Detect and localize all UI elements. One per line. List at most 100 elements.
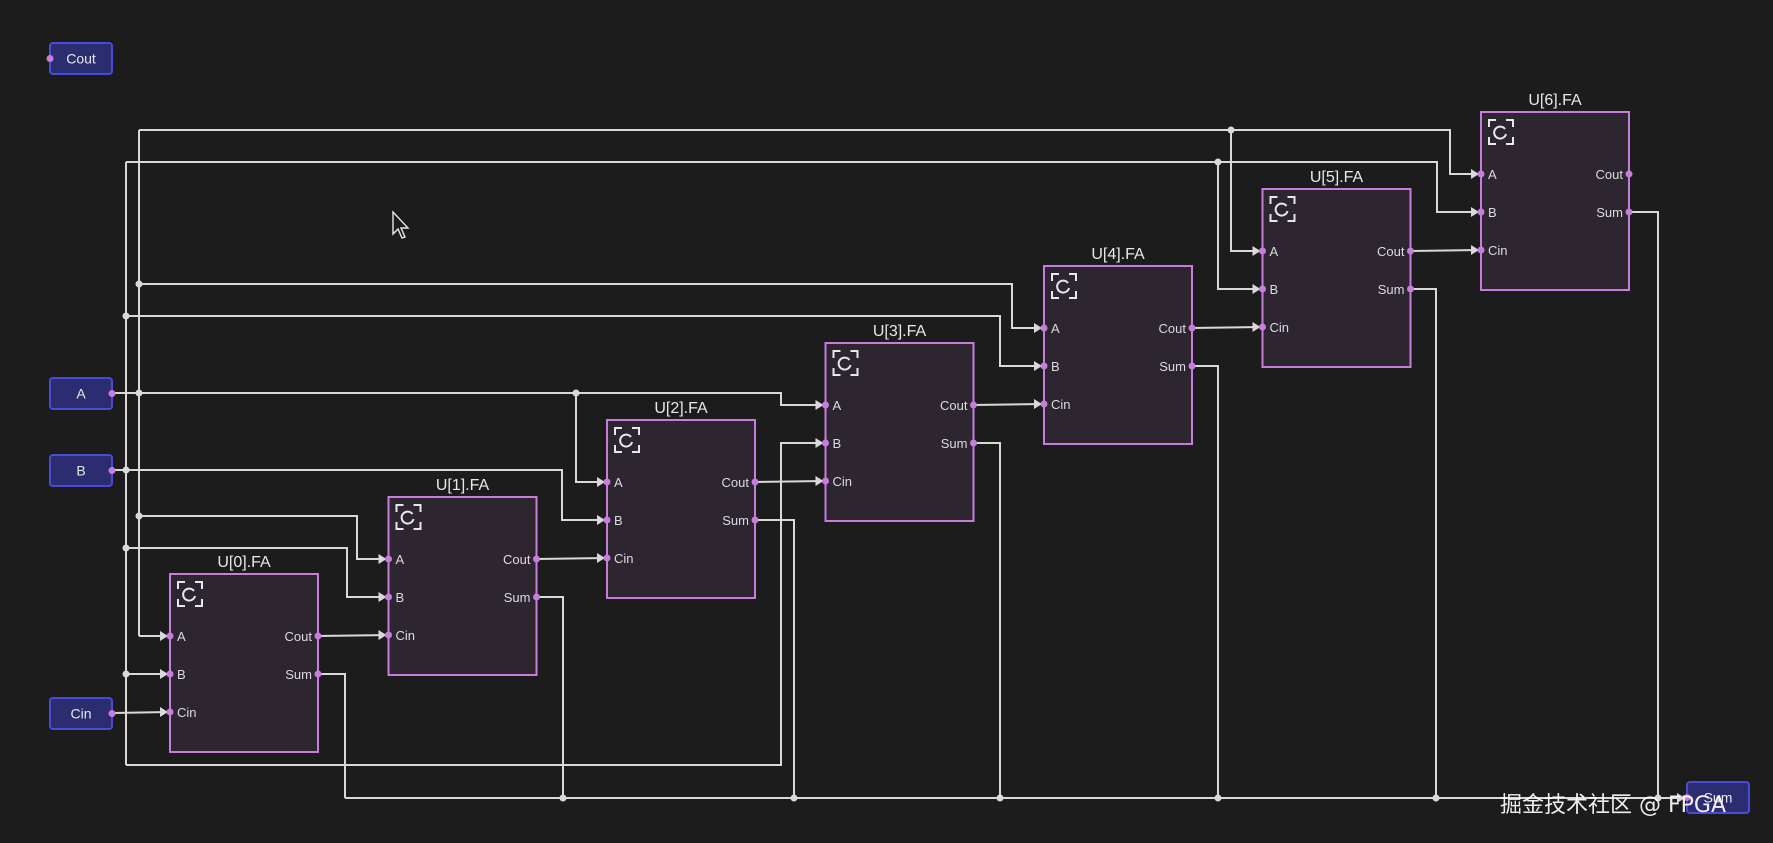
block-body[interactable]	[387, 496, 538, 676]
subsystem-icon	[1269, 196, 1296, 222]
block-body[interactable]	[606, 419, 756, 599]
wire-cin0[interactable]	[111, 711, 170, 714]
block-body[interactable]	[1043, 265, 1193, 445]
output-port-dot[interactable]	[970, 401, 977, 409]
input-port-dot[interactable]	[1259, 247, 1266, 255]
output-port-dot[interactable]	[1625, 208, 1633, 216]
input-port-dot[interactable]	[1477, 246, 1485, 254]
output-port-dot[interactable]	[314, 670, 322, 678]
wire-sum-3[interactable]	[973, 442, 1001, 798]
block-title: U[1].FA	[436, 477, 490, 494]
input-port-label: A	[614, 475, 623, 490]
output-port-dot[interactable]	[1188, 362, 1196, 370]
io-port-dot[interactable]	[108, 710, 116, 717]
wire-sum-0[interactable]	[318, 673, 346, 798]
wire-junction-dot	[122, 466, 130, 474]
output-port-dot[interactable]	[751, 478, 759, 486]
input-port-dot[interactable]	[1040, 400, 1048, 408]
input-port-dot[interactable]	[1040, 362, 1048, 370]
wire-a4[interactable]	[139, 283, 1043, 329]
output-port-label: Cout	[1596, 167, 1624, 182]
io-port-sum[interactable]: Sum	[1683, 781, 1750, 814]
arrow-icon	[160, 669, 168, 679]
block-body[interactable]	[1261, 188, 1412, 368]
input-port-dot[interactable]	[1259, 323, 1266, 331]
arrow-icon	[815, 400, 824, 410]
arrow-icon	[1677, 793, 1685, 803]
input-port-dot[interactable]	[822, 401, 829, 409]
output-port-dot[interactable]	[1625, 170, 1633, 178]
input-port-dot[interactable]	[603, 478, 611, 486]
output-port-dot[interactable]	[314, 632, 322, 640]
io-port-dot[interactable]	[46, 55, 54, 62]
input-port-label: A	[1270, 244, 1279, 259]
block-body[interactable]	[1480, 111, 1630, 291]
block-body[interactable]	[824, 342, 975, 522]
wire-carry-1[interactable]	[536, 557, 607, 560]
wire-a5[interactable]	[1230, 130, 1262, 252]
block-body[interactable]	[169, 573, 319, 753]
wire-b1[interactable]	[126, 547, 388, 598]
output-port-dot[interactable]	[970, 439, 977, 447]
io-port-dot[interactable]	[108, 467, 116, 474]
wire-sum-2[interactable]	[755, 519, 795, 798]
wire-carry-5[interactable]	[1410, 249, 1481, 252]
wire-sum-6[interactable]	[1629, 211, 1659, 798]
input-port-dot[interactable]	[1477, 170, 1485, 178]
input-port-dot[interactable]	[1477, 208, 1485, 216]
wire-a3[interactable]	[139, 392, 825, 406]
io-port-a[interactable]: A	[49, 377, 116, 410]
input-port-dot[interactable]	[603, 554, 611, 562]
wire-carry-3[interactable]	[973, 403, 1044, 406]
input-port-dot[interactable]	[385, 631, 392, 639]
output-port-dot[interactable]	[751, 516, 759, 524]
arrow-icon	[1034, 399, 1042, 409]
output-port-dot[interactable]	[1188, 324, 1196, 332]
input-port-dot[interactable]	[1259, 285, 1266, 293]
wire-a1[interactable]	[139, 515, 388, 560]
input-port-label: B	[1051, 359, 1060, 374]
wire-carry-0[interactable]	[317, 634, 388, 637]
input-port-dot[interactable]	[603, 516, 611, 524]
wire-b4[interactable]	[126, 315, 1043, 367]
arrow-icon	[1252, 246, 1261, 256]
io-port-cin[interactable]: Cin	[49, 697, 116, 730]
io-port-dot[interactable]	[1683, 794, 1691, 801]
wire-sum-1[interactable]	[536, 596, 564, 798]
block-title: U[3].FA	[873, 323, 927, 340]
output-port-dot[interactable]	[533, 593, 540, 601]
output-port-label: Sum	[504, 590, 531, 605]
io-port-b[interactable]: B	[49, 454, 116, 487]
wire-carry-4[interactable]	[1191, 326, 1262, 329]
io-port-cout[interactable]: Cout	[46, 42, 113, 75]
output-port-dot[interactable]	[1407, 285, 1414, 293]
input-port-dot[interactable]	[166, 670, 174, 678]
wire-sum-5[interactable]	[1410, 288, 1437, 798]
output-port-dot[interactable]	[533, 555, 540, 563]
input-port-dot[interactable]	[166, 708, 174, 716]
wire-b3[interactable]	[126, 442, 825, 766]
input-port-dot[interactable]	[822, 439, 829, 447]
wire-a2[interactable]	[575, 393, 606, 483]
input-port-dot[interactable]	[385, 593, 392, 601]
input-port-dot[interactable]	[822, 477, 829, 485]
wire-a6[interactable]	[139, 129, 1480, 175]
input-port-dot[interactable]	[166, 632, 174, 640]
wire-b6[interactable]	[126, 161, 1480, 213]
wire-b5[interactable]	[1217, 162, 1262, 290]
wire-carry-2[interactable]	[754, 480, 825, 483]
input-port-dot[interactable]	[1040, 324, 1048, 332]
io-port-dot[interactable]	[108, 390, 116, 397]
input-port-dot[interactable]	[385, 555, 392, 563]
output-port-dot[interactable]	[1407, 247, 1414, 255]
wire-sum-4[interactable]	[1192, 365, 1219, 798]
wire-b2[interactable]	[126, 469, 606, 521]
